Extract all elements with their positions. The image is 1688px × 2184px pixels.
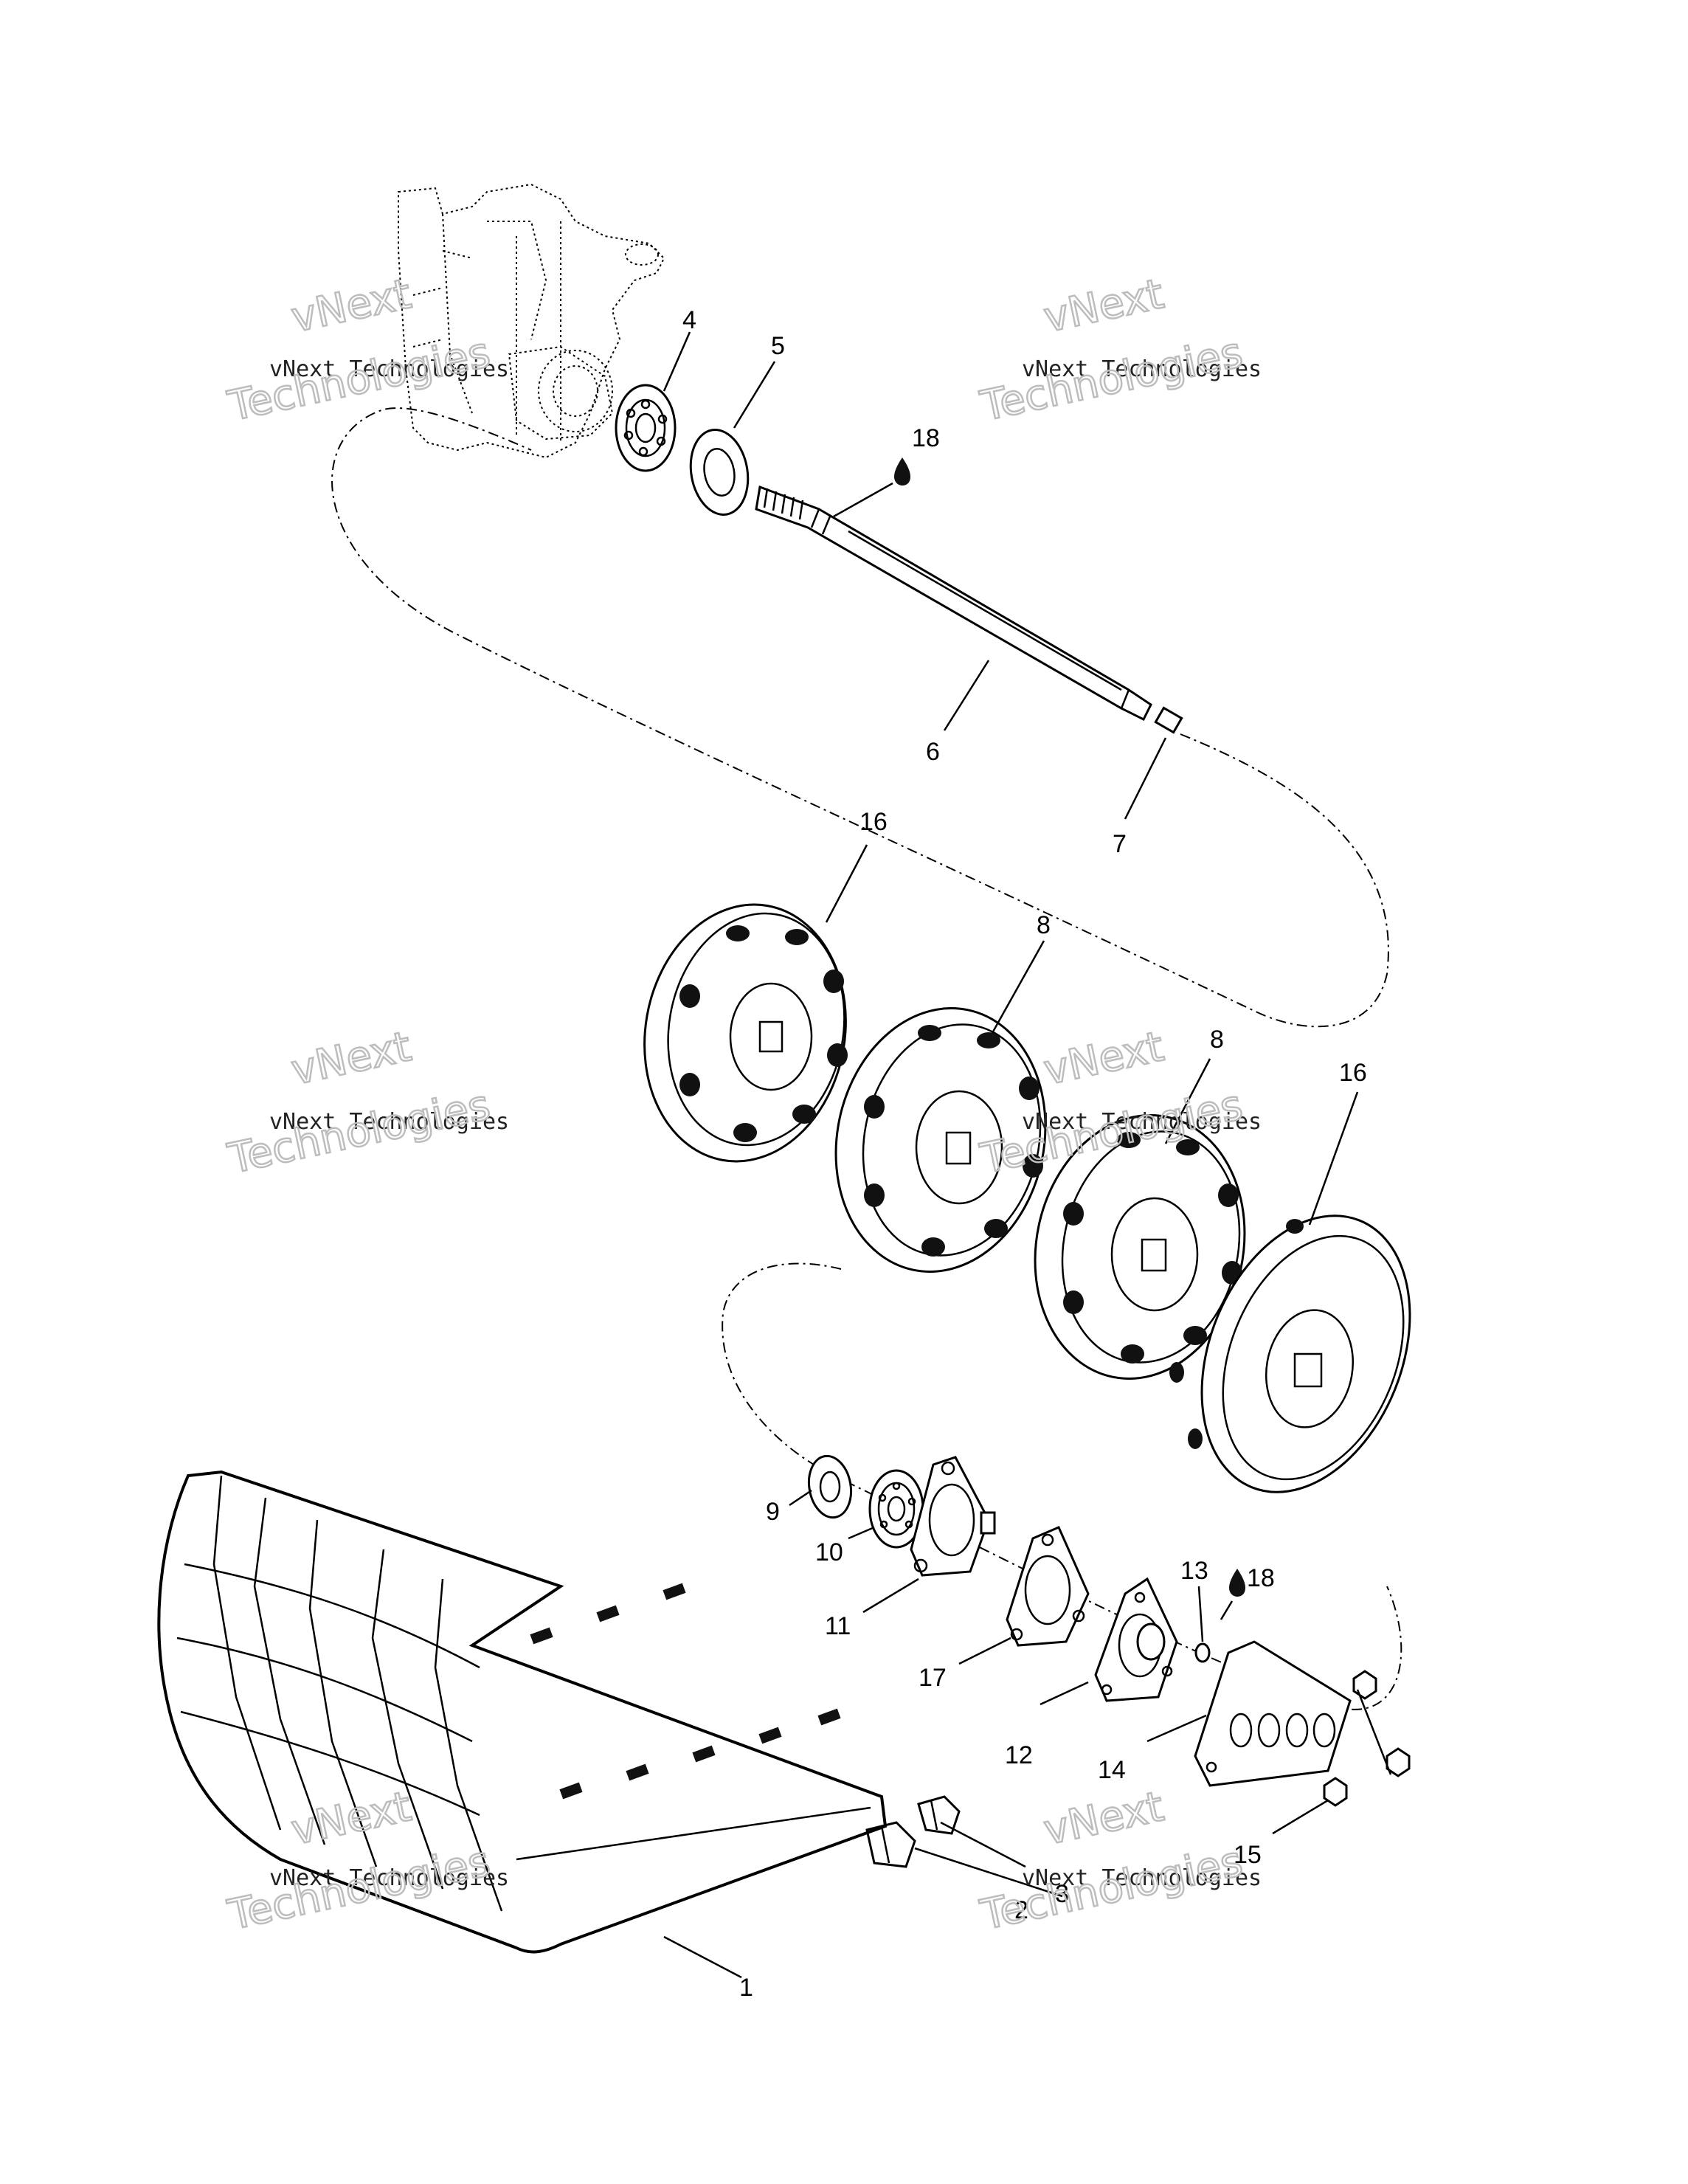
svg-text:vNext: vNext <box>287 1023 415 1095</box>
watermark-top-left: vNext vNext Technologies Technologies <box>223 269 509 432</box>
callout-labels: 4 5 18 6 7 16 8 8 16 9 10 11 17 12 13 18… <box>682 306 1367 2002</box>
callout-18: 18 <box>1247 1564 1275 1592</box>
callout-18: 18 <box>912 424 940 452</box>
watermark-middle-left: vNext vNext Technologies Technologies <box>223 1022 509 1184</box>
svg-text:vNext Technologies: vNext Technologies <box>269 1109 509 1135</box>
oil-drop-icon <box>1229 1569 1245 1597</box>
bracket-part-14 <box>1194 1640 1352 1787</box>
svg-text:vNext: vNext <box>1040 1783 1168 1855</box>
bearing-part-4 <box>615 384 677 472</box>
clip-part-2 <box>865 1821 916 1868</box>
leader-lines <box>663 331 1392 1979</box>
svg-text:vNext: vNext <box>287 270 415 342</box>
callout-14: 14 <box>1098 1756 1126 1784</box>
callout-8: 8 <box>1210 1026 1224 1054</box>
watermark-bottom-left: vNext vNext Technologies Technologies <box>223 1782 509 1941</box>
sprocket-part-8-b <box>1034 1114 1246 1380</box>
svg-text:Technologies: Technologies <box>224 328 494 431</box>
nut-part-15 <box>1323 1670 1411 1807</box>
svg-text:vNext Technologies: vNext Technologies <box>1022 1865 1262 1891</box>
svg-text:vNext: vNext <box>1040 270 1168 342</box>
track-loop-upper <box>331 407 1389 1028</box>
sprocket-part-8-a <box>834 1007 1047 1273</box>
callout-1: 1 <box>739 1974 753 2002</box>
grease-fitting-part-13 <box>1194 1642 1211 1663</box>
svg-text:vNext Technologies: vNext Technologies <box>1022 356 1262 382</box>
gasket-part-17 <box>1006 1526 1090 1647</box>
callout-10: 10 <box>815 1538 843 1566</box>
track-loop-lower <box>722 1262 1402 1710</box>
callout-8: 8 <box>1037 911 1051 939</box>
callout-16: 16 <box>859 808 888 836</box>
gearbox-housing <box>398 183 665 459</box>
callout-16: 16 <box>1339 1059 1367 1087</box>
idler-wheel-part-16-right <box>1169 1214 1411 1493</box>
watermark-bottom-right: vNext vNext Technologies Technologies <box>975 1782 1262 1941</box>
callout-4: 4 <box>682 306 696 334</box>
washer-part-9 <box>807 1454 853 1519</box>
seal-part-5 <box>689 429 750 516</box>
svg-text:Technologies: Technologies <box>224 1081 494 1183</box>
clip-part-3 <box>917 1795 961 1835</box>
callout-13: 13 <box>1180 1557 1208 1585</box>
svg-text:vNext Technologies: vNext Technologies <box>269 356 509 382</box>
callout-12: 12 <box>1005 1741 1033 1769</box>
callout-9: 9 <box>766 1498 780 1526</box>
drive-axle-part-6 <box>755 485 1152 722</box>
axle-end-part-7 <box>1154 706 1183 734</box>
svg-text:vNext Technologies: vNext Technologies <box>1022 1109 1262 1135</box>
callout-11: 11 <box>825 1612 851 1640</box>
sprocket-part-16-left <box>643 903 848 1163</box>
callout-17: 17 <box>919 1664 947 1692</box>
svg-text:Technologies: Technologies <box>976 328 1246 431</box>
svg-text:vNext: vNext <box>1040 1023 1168 1095</box>
svg-text:vNext Technologies: vNext Technologies <box>269 1865 509 1891</box>
callout-2: 2 <box>1014 1896 1028 1924</box>
callout-5: 5 <box>771 332 785 360</box>
track-part-1 <box>157 1470 888 1954</box>
callout-3: 3 <box>1055 1880 1069 1908</box>
svg-text:Technologies: Technologies <box>976 1837 1246 1940</box>
watermark-top-right: vNext vNext Technologies Technologies <box>975 269 1262 432</box>
callout-15: 15 <box>1234 1841 1262 1869</box>
callout-6: 6 <box>926 738 940 766</box>
callout-7: 7 <box>1113 830 1127 858</box>
oil-drop-icon <box>894 457 910 485</box>
cover-plate-part-12 <box>1094 1577 1178 1702</box>
bearing-plate-part-11 <box>910 1456 996 1577</box>
